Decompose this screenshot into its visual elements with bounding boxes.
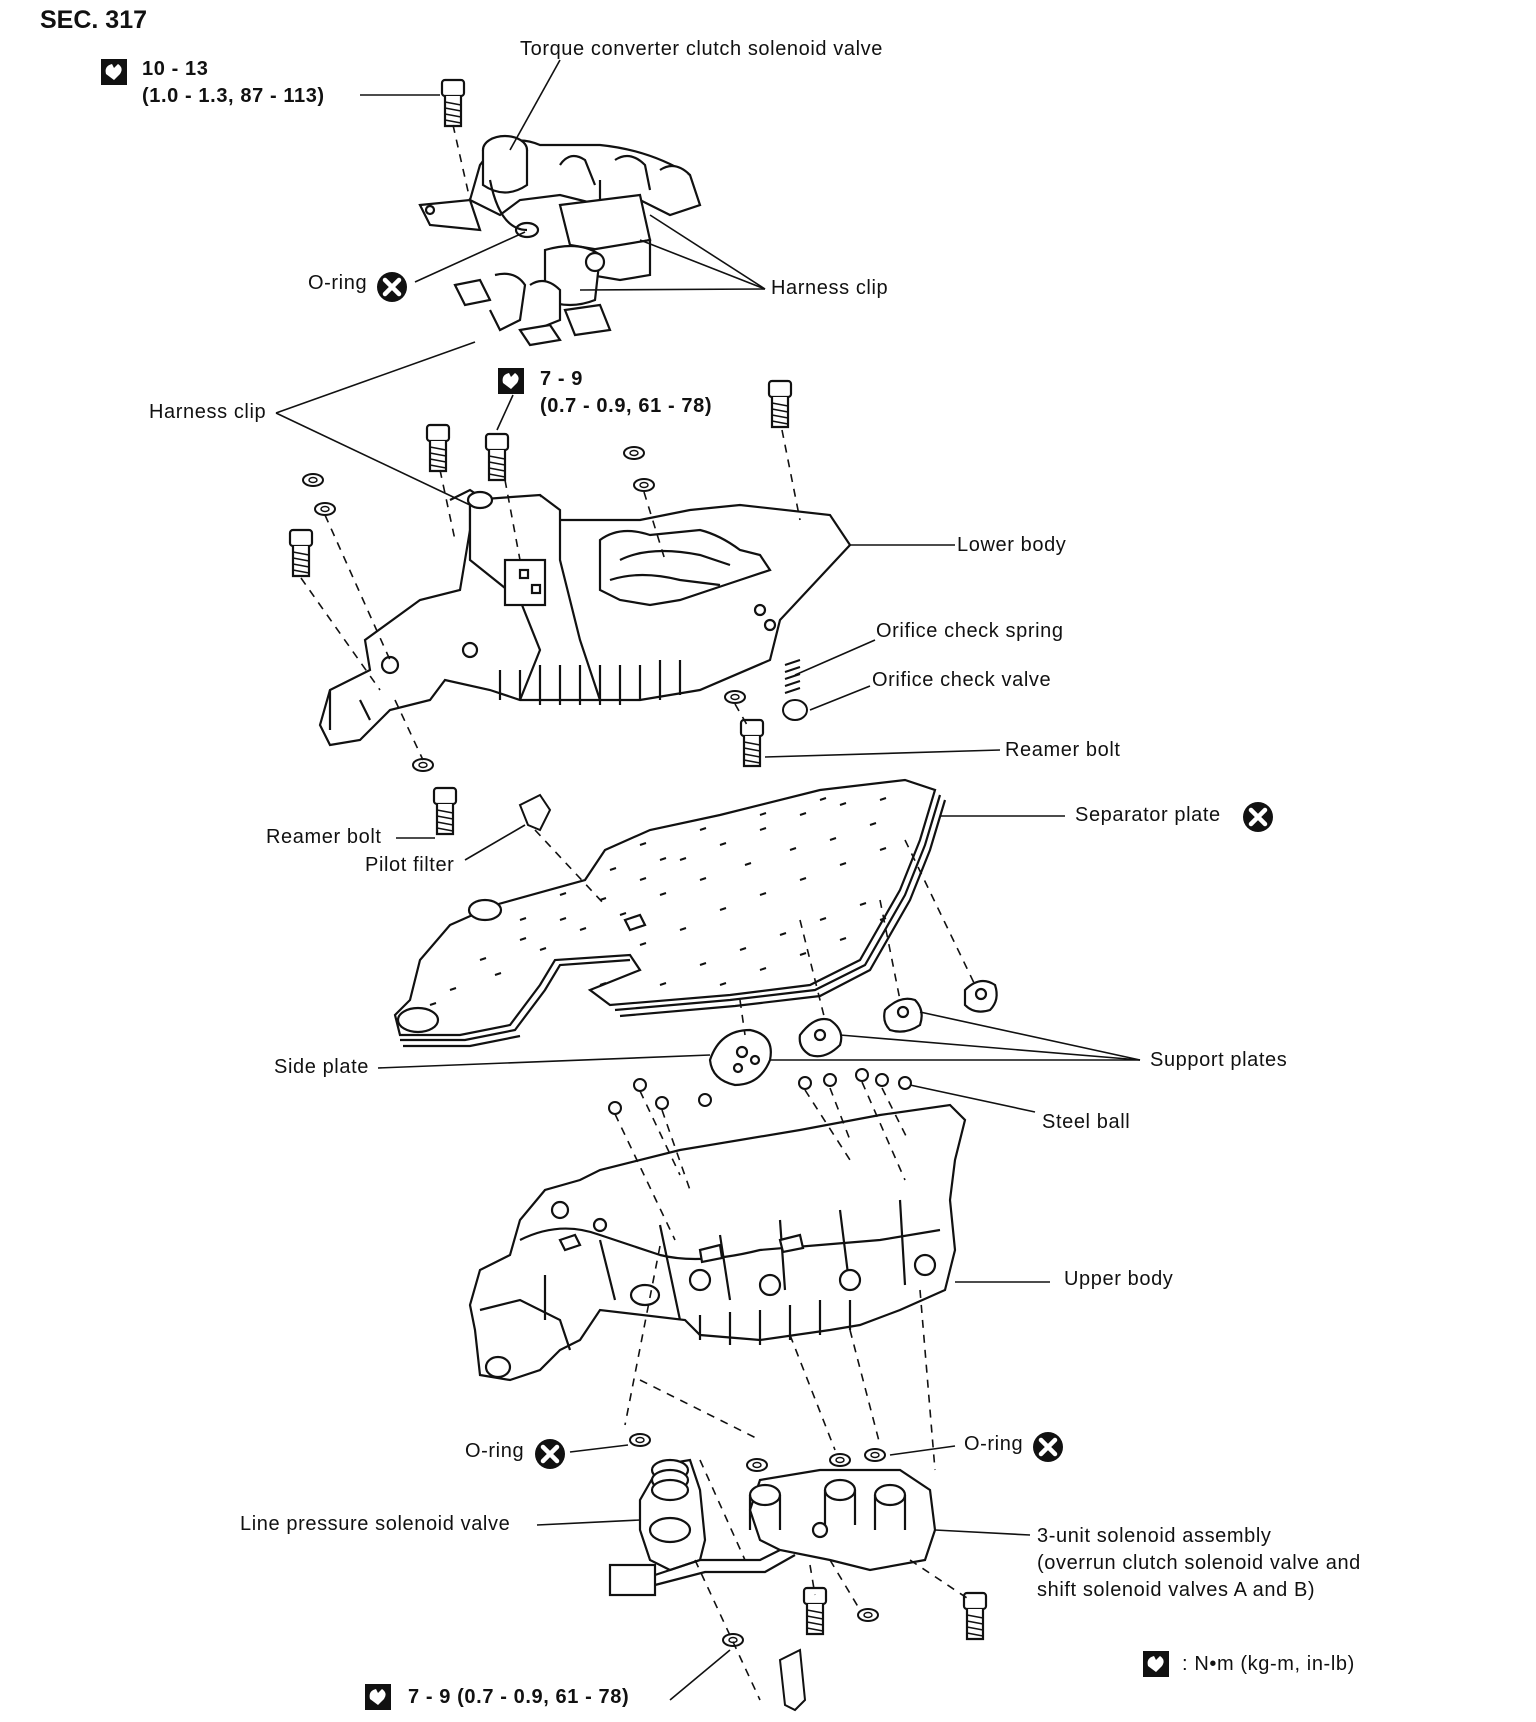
torque-spec-middle: 7 - 9 (0.7 - 0.9, 61 - 78) xyxy=(540,366,712,420)
section-number: SEC. 317 xyxy=(40,6,148,34)
side-plate-label: Side plate xyxy=(274,1056,369,1078)
pilot-filter-label: Pilot filter xyxy=(365,854,455,876)
lower-body xyxy=(318,488,852,747)
line-pressure-solenoid xyxy=(608,1432,796,1597)
line-pressure-solenoid-label: Line pressure solenoid valve xyxy=(240,1513,511,1535)
wrench-icon xyxy=(498,368,524,394)
three-unit-line-2: (overrun clutch solenoid valve and xyxy=(1037,1552,1361,1574)
support-and-side-plates xyxy=(708,979,998,1087)
torque-range: (0.7 - 0.9, 61 - 78) xyxy=(540,395,713,417)
do-not-reuse-icon xyxy=(1243,802,1273,832)
torque-converter-solenoid-assembly xyxy=(418,78,702,347)
oring-label-bottom-left: O-ring xyxy=(465,1440,525,1462)
do-not-reuse-icon xyxy=(1033,1432,1063,1462)
harness-clip-label-right: Harness clip xyxy=(771,277,889,299)
wrench-icon xyxy=(365,1684,391,1710)
three-unit-solenoid-assembly xyxy=(745,1447,937,1572)
three-unit-solenoid-label: 3-unit solenoid assembly (overrun clutch… xyxy=(1037,1523,1361,1604)
assembly-axes xyxy=(300,124,976,1701)
orifice-check-spring-label: Orifice check spring xyxy=(876,620,1064,642)
upper-body xyxy=(468,1103,967,1382)
upper-body-label: Upper body xyxy=(1064,1268,1174,1290)
torque-spec-bottom: 7 - 9 (0.7 - 0.9, 61 - 78) xyxy=(408,1686,630,1708)
bottom-fasteners xyxy=(722,1586,988,1712)
reamer-bolt-label-left: Reamer bolt xyxy=(266,826,382,848)
leader-lines xyxy=(275,59,1141,1701)
three-unit-line-3: shift solenoid valves A and B) xyxy=(1037,1579,1316,1601)
oring-label-bottom-right: O-ring xyxy=(964,1433,1024,1455)
wrench-icon xyxy=(1143,1651,1169,1677)
separator-plate-label: Separator plate xyxy=(1075,804,1221,826)
lower-body-fasteners xyxy=(288,379,808,836)
torque-converter-label: Torque converter clutch solenoid valve xyxy=(520,38,883,60)
three-unit-line-1: 3-unit solenoid assembly xyxy=(1037,1525,1272,1547)
torque-range: (1.0 - 1.3, 87 - 113) xyxy=(142,85,325,107)
orifice-check-valve-label: Orifice check valve xyxy=(872,669,1052,691)
wrench-icon xyxy=(101,59,127,85)
torque-value: 10 - 13 xyxy=(142,58,209,80)
torque-units-legend: : N•m (kg-m, in-lb) xyxy=(1182,1653,1355,1675)
oring-label-top: O-ring xyxy=(308,272,368,294)
torque-value: 7 - 9 xyxy=(540,368,584,390)
support-plates-label: Support plates xyxy=(1150,1049,1288,1071)
torque-spec-top: 10 - 13 (1.0 - 1.3, 87 - 113) xyxy=(142,56,325,110)
separator-plate xyxy=(393,778,947,1048)
do-not-reuse-icon xyxy=(535,1439,565,1469)
reamer-bolt-label-right: Reamer bolt xyxy=(1005,739,1121,761)
steel-ball-label: Steel ball xyxy=(1042,1111,1131,1133)
harness-clip-label-left: Harness clip xyxy=(149,401,267,423)
lower-body-label: Lower body xyxy=(957,534,1067,556)
do-not-reuse-icon xyxy=(377,272,407,302)
